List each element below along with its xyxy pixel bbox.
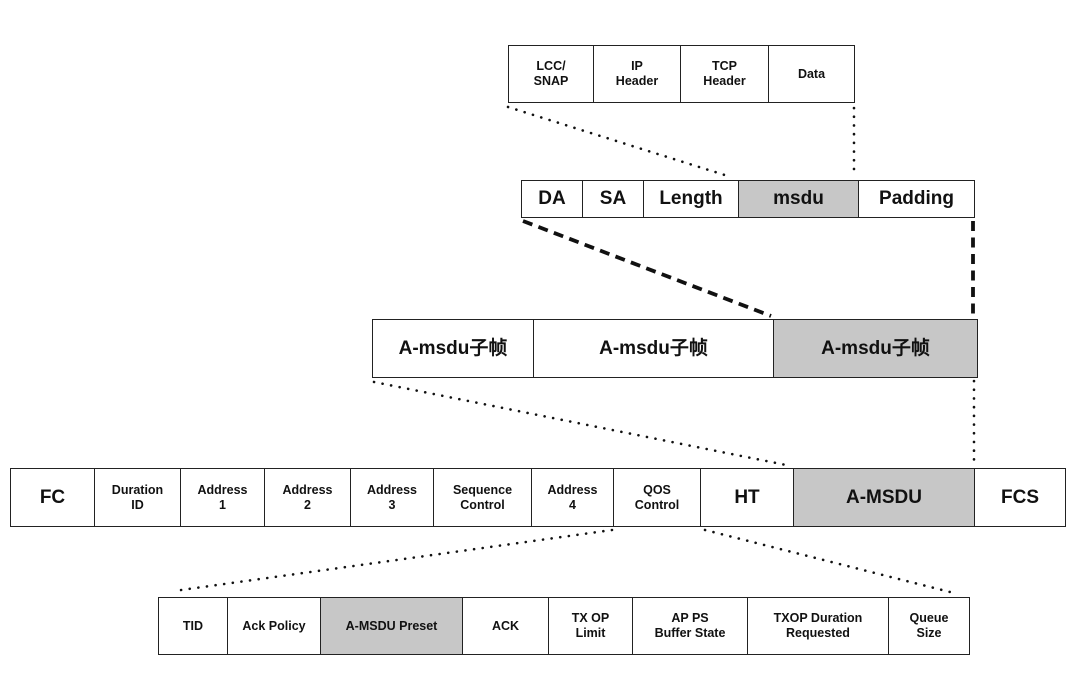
cell-length: Length <box>644 181 739 217</box>
cell-tcp-header: TCP Header <box>681 46 769 102</box>
cell-a-msdu-preset: A-MSDU Preset <box>321 598 463 654</box>
qos-expansion-line-right <box>703 528 952 594</box>
cell-da: DA <box>522 181 583 217</box>
cell-a-msdu-subframe-1: A-msdu子帧 <box>373 320 534 377</box>
cell-txop-duration-requested: TXOP Duration Requested <box>748 598 889 654</box>
cell-queue-size: Queue Size <box>889 598 969 654</box>
cell-address-2: Address 2 <box>265 469 351 526</box>
cell-address-4: Address 4 <box>532 469 614 526</box>
cell-ack: ACK <box>463 598 549 654</box>
cell-tx-op-limit: TX OP Limit <box>549 598 633 654</box>
cell-a-msdu: A-MSDU <box>794 469 975 526</box>
qos-expansion-line-left <box>172 528 614 593</box>
cell-sa: SA <box>583 181 644 217</box>
cell-data: Data <box>769 46 854 102</box>
cell-sequence-control: Sequence Control <box>434 469 532 526</box>
msdu-expansion-line-left <box>506 105 733 179</box>
cell-padding: Padding <box>859 181 974 217</box>
cell-a-msdu-subframe-3: A-msdu子帧 <box>774 320 977 377</box>
cell-fc: FC <box>11 469 95 526</box>
cell-qos-control: QOS Control <box>614 469 701 526</box>
cell-msdu: msdu <box>739 181 859 217</box>
subframe-expansion-line-left <box>522 219 772 318</box>
cell-address-1: Address 1 <box>181 469 265 526</box>
cell-ht: HT <box>701 469 794 526</box>
cell-ap-ps-buffer-state: AP PS Buffer State <box>633 598 748 654</box>
cell-fcs: FCS <box>975 469 1065 526</box>
cell-duration-id: Duration ID <box>95 469 181 526</box>
cell-address-3: Address 3 <box>351 469 434 526</box>
cell-a-msdu-subframe-2: A-msdu子帧 <box>534 320 774 377</box>
cell-tid: TID <box>159 598 228 654</box>
amsdu-expansion-line-left <box>372 380 788 467</box>
cell-ack-policy: Ack Policy <box>228 598 321 654</box>
cell-lcc-snap: LCC/ SNAP <box>509 46 594 102</box>
cell-ip-header: IP Header <box>594 46 681 102</box>
